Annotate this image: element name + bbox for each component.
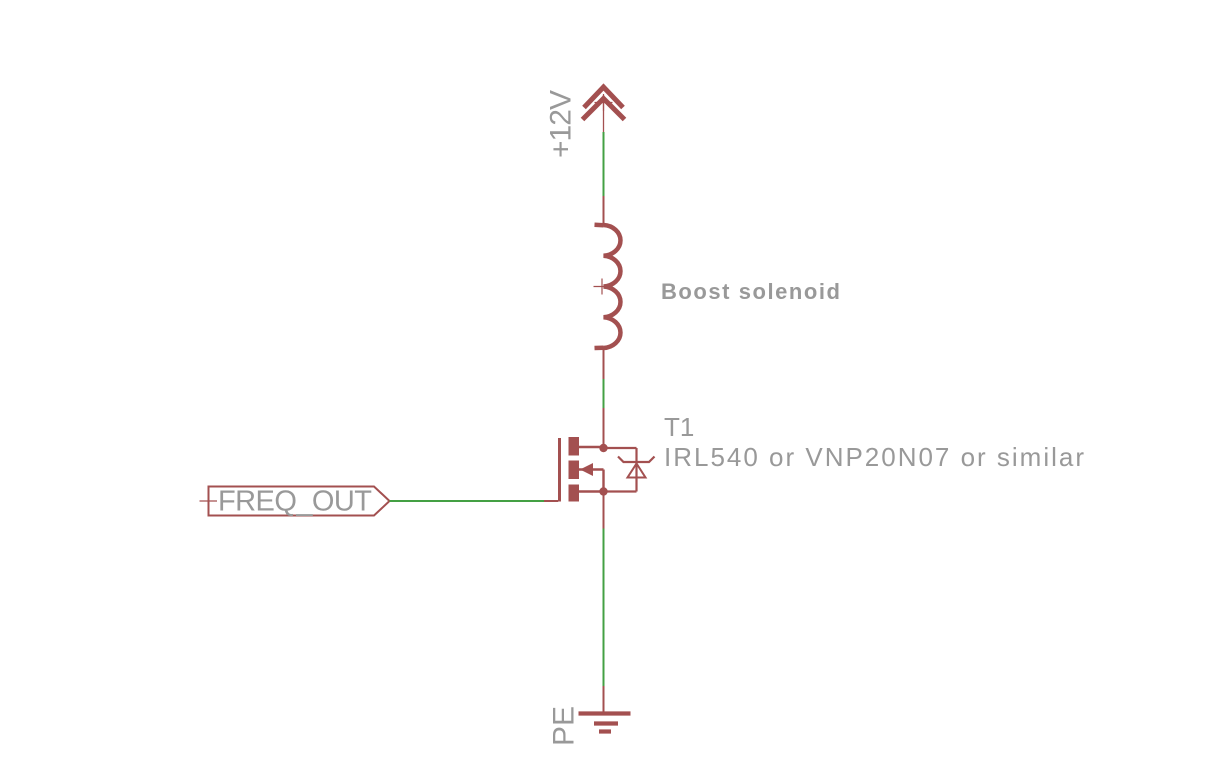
- mosfet-channel-bar-bottom: [568, 484, 579, 502]
- mosfet-substrate-arrow: [580, 463, 593, 476]
- mosfet-channel-bar-mid: [568, 460, 579, 479]
- inductor-hook-top: [594, 222, 604, 228]
- ground-symbol: PE: [548, 686, 631, 746]
- net-label: FREQ_OUT: [218, 486, 372, 518]
- supply-label: +12V: [545, 90, 578, 158]
- zener-triangle: [625, 461, 648, 479]
- transistor-ref-label: T1: [664, 412, 694, 442]
- freq-out-flag: FREQ_OUT: [199, 485, 391, 518]
- supply-origin-cross: [594, 94, 613, 111]
- solenoid-label: Boost solenoid: [661, 279, 840, 304]
- mosfet-channel-bar-top: [568, 437, 579, 456]
- zener-diode: [603, 446, 656, 493]
- net-flag-outline: [207, 485, 391, 517]
- mosfet-symbol: T1 IRL540 or VNP20N07 or similar: [544, 408, 1084, 529]
- supply-chevron-upper: [582, 83, 625, 110]
- ground-label: PE: [548, 706, 581, 746]
- inductor-symbol: Boost solenoid: [593, 196, 840, 379]
- zener-cathode-bar: [617, 455, 656, 464]
- inductor-origin-cross: [593, 278, 611, 295]
- net-flag-origin-cross: [199, 492, 217, 510]
- transistor-value-label: IRL540 or VNP20N07 or similar: [664, 442, 1084, 472]
- supply-symbol-12v: +12V: [545, 83, 627, 158]
